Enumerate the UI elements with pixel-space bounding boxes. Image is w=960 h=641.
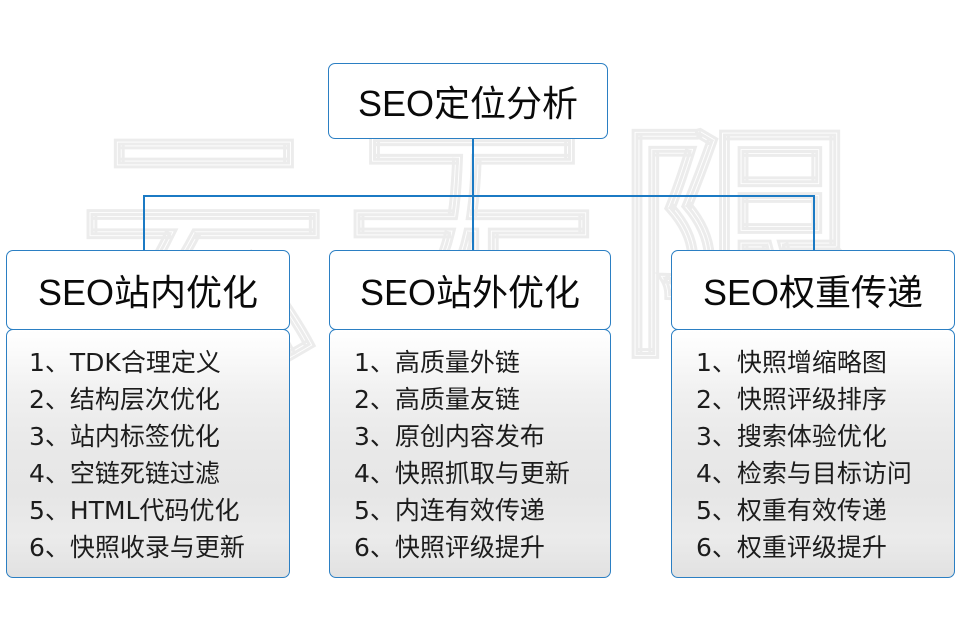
column-body-seo-onsite: 1、TDK合理定义 2、结构层次优化 3、站内标签优化 4、空链死链过滤 5、H… [6, 329, 290, 578]
list-item: 5、权重有效传递 [696, 496, 887, 525]
list-item: 1、TDK合理定义 [29, 348, 221, 377]
list-item: 6、快照收录与更新 [29, 533, 245, 562]
list-item: 5、HTML代码优化 [29, 496, 240, 525]
column-header-label: SEO权重传递 [702, 272, 924, 313]
column-header-label: SEO站外优化 [359, 272, 581, 313]
list-item: 6、快照评级提升 [354, 533, 545, 562]
column-header-seo-onsite[interactable]: SEO站内优化 [6, 250, 290, 330]
list-item: 1、高质量外链 [354, 348, 520, 377]
root-node[interactable]: SEO定位分析 [328, 63, 608, 139]
list-item: 3、原创内容发布 [354, 422, 545, 451]
list-item: 4、空链死链过滤 [29, 459, 220, 488]
list-item: 5、内连有效传递 [354, 496, 545, 525]
list-item: 6、权重评级提升 [696, 533, 887, 562]
column-item-list: 1、快照增缩略图 2、快照评级排序 3、搜索体验优化 4、检索与目标访问 5、权… [672, 344, 954, 566]
list-item: 2、高质量友链 [354, 385, 520, 414]
connector-horizontal-bus [143, 195, 815, 197]
list-item: 4、检索与目标访问 [696, 459, 912, 488]
list-item: 1、快照增缩略图 [696, 348, 887, 377]
connector-drop-column-2 [472, 195, 474, 251]
list-item: 3、搜索体验优化 [696, 422, 887, 451]
list-item: 2、快照评级排序 [696, 385, 887, 414]
connector-root-stem [472, 139, 474, 196]
list-item: 2、结构层次优化 [29, 385, 220, 414]
connector-drop-column-1 [143, 195, 145, 251]
root-node-label: SEO定位分析 [357, 83, 579, 124]
column-body-seo-weight: 1、快照增缩略图 2、快照评级排序 3、搜索体验优化 4、检索与目标访问 5、权… [671, 329, 955, 578]
list-item: 4、快照抓取与更新 [354, 459, 570, 488]
column-item-list: 1、高质量外链 2、高质量友链 3、原创内容发布 4、快照抓取与更新 5、内连有… [330, 344, 610, 566]
list-item: 3、站内标签优化 [29, 422, 220, 451]
connector-drop-column-3 [813, 195, 815, 251]
column-header-seo-offsite[interactable]: SEO站外优化 [329, 250, 611, 330]
column-item-list: 1、TDK合理定义 2、结构层次优化 3、站内标签优化 4、空链死链过滤 5、H… [7, 344, 289, 566]
column-header-seo-weight[interactable]: SEO权重传递 [671, 250, 955, 330]
column-header-label: SEO站内优化 [37, 272, 259, 313]
column-body-seo-offsite: 1、高质量外链 2、高质量友链 3、原创内容发布 4、快照抓取与更新 5、内连有… [329, 329, 611, 578]
